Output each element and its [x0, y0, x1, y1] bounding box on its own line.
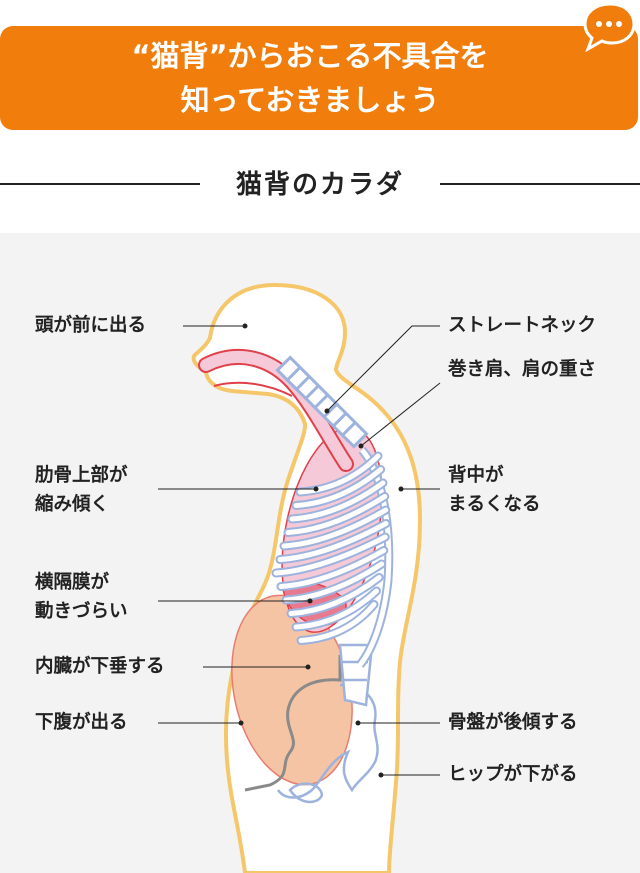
label-straight-neck: ストレートネック — [448, 315, 597, 336]
leader-dot — [242, 323, 248, 329]
vertebra — [304, 384, 320, 400]
label-rounded-shoulders: 巻き肩、肩の重さ — [448, 359, 597, 380]
label-ribs-line1: 肋骨上部が — [35, 465, 128, 486]
label-diaphragm: 横隔膜が 動きづらい — [35, 568, 128, 626]
rib — [278, 548, 387, 589]
title-banner — [0, 26, 638, 130]
leader-lines — [158, 323, 441, 778]
rib — [293, 467, 384, 508]
rib — [289, 480, 386, 522]
section-title: 猫背のカラダ — [235, 170, 404, 200]
intestine-line — [244, 655, 342, 792]
vertebra — [341, 421, 357, 437]
leader-dot — [313, 486, 319, 492]
banner-title-line1: “猫背”からおこる不具合を — [131, 39, 489, 73]
leader-dot — [305, 664, 311, 670]
leader-line — [326, 325, 440, 412]
leader-dot — [324, 408, 330, 414]
leader-dot — [398, 486, 404, 492]
banner-title-line2: 知っておきましょう — [180, 83, 440, 117]
label-diaphragm-line2: 動きづらい — [35, 601, 128, 622]
vertebra — [295, 375, 311, 391]
leader-dot — [378, 772, 384, 778]
rib — [298, 602, 377, 643]
rib-cage — [271, 446, 394, 668]
rib — [273, 534, 388, 576]
label-head-forward: 頭が前に出る — [35, 315, 147, 336]
label-back: 背中が まるくなる — [448, 461, 541, 519]
rib — [288, 575, 382, 616]
leader-line — [360, 382, 441, 447]
mouth-line — [213, 381, 293, 397]
rib — [281, 507, 389, 549]
label-back-line2: まるくなる — [448, 494, 541, 515]
speech-bubble-ellipsis-icon — [583, 2, 636, 52]
rib — [297, 453, 381, 495]
leader-dot — [355, 720, 361, 726]
label-ribs-line2: 縮み傾く — [35, 494, 110, 515]
rib — [283, 561, 385, 603]
label-back-line1: 背中が — [448, 465, 504, 486]
divider-left — [0, 183, 200, 185]
section-header: 猫背のカラダ — [0, 162, 640, 206]
label-hip: ヒップが下がる — [448, 764, 578, 785]
pelvis — [276, 683, 379, 804]
leader-dot — [238, 720, 244, 726]
leader-dot — [307, 598, 313, 604]
rib — [277, 521, 389, 562]
vertebra — [313, 393, 329, 409]
label-ribs: 肋骨上部が 縮み傾く — [35, 461, 128, 519]
rib — [293, 588, 379, 630]
vertebra — [286, 366, 302, 382]
vertebra — [323, 403, 338, 418]
label-diaphragm-line1: 横隔膜が — [35, 572, 110, 593]
label-belly: 下腹が出る — [35, 712, 128, 733]
divider-right — [440, 183, 640, 185]
rib — [285, 494, 388, 535]
vertebra — [332, 412, 348, 428]
label-pelvis: 骨盤が後傾する — [448, 712, 578, 733]
label-organs: 内臓が下垂する — [35, 656, 165, 677]
cervical-spine — [275, 355, 369, 449]
banner-title: “猫背”からおこる不具合を 知っておきましょう — [0, 34, 620, 122]
leader-dot — [358, 443, 364, 449]
